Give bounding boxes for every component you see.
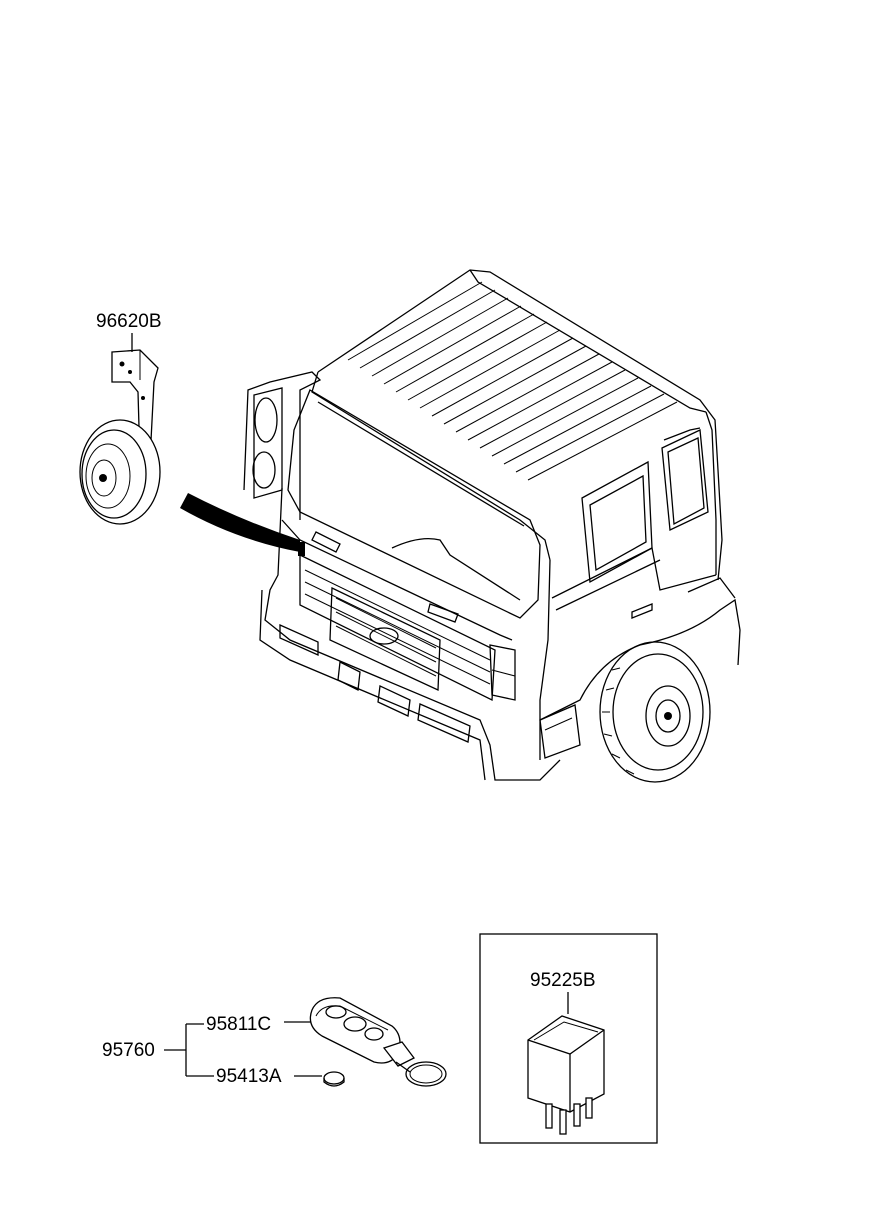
truck-illustration: [243, 269, 741, 783]
label-relay: 95225B: [530, 970, 596, 991]
location-arrow: [180, 493, 300, 552]
relay-box: [479, 933, 658, 1144]
label-battery: 95413A: [216, 1066, 282, 1087]
label-horn: 96620B: [96, 311, 162, 332]
horn-illustration: [79, 349, 161, 525]
label-transmitter-set: 95760: [102, 1040, 155, 1061]
key-fob-illustration: [309, 997, 447, 1087]
coin-battery-illustration: [323, 1071, 345, 1087]
relay-illustration: [527, 1015, 605, 1135]
label-transmitter: 95811C: [206, 1014, 271, 1035]
transmitter-leaders: [164, 1021, 322, 1077]
